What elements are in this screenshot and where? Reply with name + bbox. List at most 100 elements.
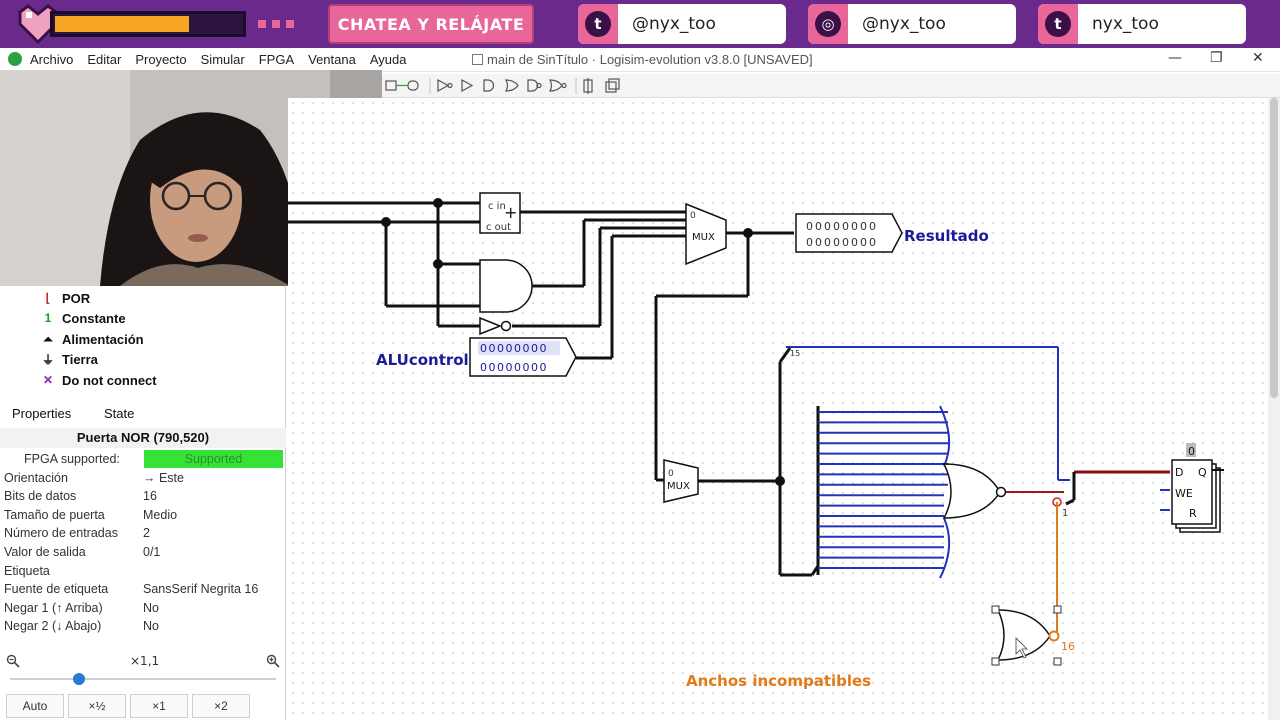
menu-ventana[interactable]: Ventana — [308, 52, 356, 67]
stream-overlay-banner: CHATEA Y RELÁJATE t @nyx_too ◎ @nyx_too … — [0, 0, 1280, 48]
property-value: → Este — [143, 470, 184, 485]
mux-small-select-label: 0 — [668, 469, 674, 479]
social-twitter: t @nyx_too — [578, 4, 786, 44]
circuit-drawing[interactable]: c in c out + 0 MUX 00000000 0000000 — [288, 98, 1268, 720]
register-d-label: D — [1175, 466, 1183, 479]
tree-item-alimentacion[interactable]: ⏶ Alimentación — [40, 329, 143, 349]
menu-proyecto[interactable]: Proyecto — [135, 52, 187, 67]
tree-item-label: Constante — [62, 310, 126, 326]
property-value: No — [143, 600, 159, 615]
alucontrol-input-pin[interactable]: 00000000 00000000 — [469, 337, 577, 377]
zoom-controls: ×1,1 — [0, 652, 286, 685]
alucontrol-bits-1: 00000000 — [480, 342, 548, 355]
buffer-tool-icon[interactable] — [461, 78, 474, 93]
property-key: Negar 2 (↓ Abajo) — [4, 619, 102, 634]
pixel-dots-decoration — [258, 20, 294, 28]
menu-simular[interactable]: Simular — [200, 52, 245, 67]
adder-component[interactable]: c in c out + — [479, 192, 521, 234]
zoom-out-icon[interactable] — [6, 654, 20, 668]
menu-archivo[interactable]: Archivo — [30, 52, 74, 67]
twitter-icon: t — [578, 4, 618, 44]
vertical-scrollbar[interactable] — [1268, 98, 1280, 720]
register-component[interactable]: D Q WE R 0 — [1160, 443, 1224, 533]
tunnel-tool-icon[interactable] — [605, 78, 620, 93]
adder-plus-icon: + — [504, 203, 517, 222]
mux-select-label: 0 — [690, 211, 696, 221]
register-splitter — [1065, 472, 1076, 506]
nor-gate-16bit[interactable] — [942, 463, 1007, 519]
table-row[interactable]: Orientación→ Este — [0, 469, 286, 488]
tab-state[interactable]: State — [104, 406, 135, 421]
circuit-canvas[interactable]: c in c out + 0 MUX 00000000 0000000 — [288, 98, 1268, 720]
adder-cin-label: c in — [488, 201, 506, 212]
zoom-auto-button[interactable]: Auto — [6, 694, 64, 718]
property-key: Tamaño de puerta — [4, 507, 105, 522]
not-gate-tool-icon[interactable] — [437, 78, 453, 93]
wire-width-1: 1 — [1062, 508, 1068, 519]
hp-bar-fill — [55, 16, 189, 32]
zoom-1x-button[interactable]: ×1 — [130, 694, 188, 718]
tree-item-constante[interactable]: 1 Constante — [40, 308, 126, 328]
wire-junctions — [381, 198, 785, 486]
social-instagram: ◎ @nyx_too — [808, 4, 1016, 44]
close-button[interactable]: ✕ — [1252, 50, 1264, 66]
zoom-slider-track[interactable] — [10, 678, 276, 680]
mux-label: MUX — [692, 232, 715, 243]
mux-component[interactable]: 0 MUX — [685, 202, 727, 266]
twitter-handle: @nyx_too — [632, 14, 716, 34]
tree-item-por[interactable]: ⌊ POR — [40, 288, 91, 308]
menu-editar[interactable]: Editar — [87, 52, 122, 67]
component-tree: ⌊ POR 1 Constante ⏶ Alimentación ⏚ Tierr… — [0, 286, 282, 396]
and-gate[interactable] — [479, 259, 533, 313]
maximize-button[interactable]: ❐ — [1210, 50, 1223, 66]
zoom-slider-thumb[interactable] — [73, 673, 85, 685]
tree-item-tierra[interactable]: ⏚ Tierra — [40, 349, 98, 369]
output-pin-tool-icon[interactable] — [402, 80, 419, 91]
property-value: 16 — [143, 489, 157, 504]
tree-item-do-not-connect[interactable]: ✕ Do not connect — [40, 370, 157, 390]
zoom-2x-button[interactable]: ×2 — [192, 694, 250, 718]
property-key: Fuente de etiqueta — [4, 582, 109, 597]
toolbar-icons — [385, 78, 620, 94]
property-key: Número de entradas — [4, 526, 118, 541]
tab-properties[interactable]: Properties — [12, 406, 72, 421]
overlay-title: CHATEA Y RELÁJATE — [328, 4, 534, 44]
menu-bar: Archivo Editar Proyecto Simular FPGA Ven… — [30, 52, 420, 67]
table-row[interactable]: Negar 2 (↓ Abajo)No — [0, 617, 286, 636]
and-gate-tool-icon[interactable] — [483, 79, 495, 92]
vertical-scrollbar-thumb[interactable] — [1270, 98, 1278, 398]
zoom-half-button[interactable]: ×½ — [68, 694, 126, 718]
or-gate-tool-icon[interactable] — [504, 79, 519, 92]
table-row[interactable]: Fuente de etiqueta SansSerif Negrita 16 — [0, 580, 286, 599]
mux-small-label: MUX — [667, 481, 690, 492]
table-row[interactable]: Etiqueta — [0, 562, 286, 581]
tumblr-icon: t — [1038, 4, 1078, 44]
table-row[interactable]: FPGA supported:Supported — [0, 450, 286, 469]
fanout-arc — [939, 405, 951, 579]
minimize-button[interactable]: — — [1168, 50, 1182, 66]
alucontrol-bits-2: 00000000 — [480, 361, 548, 374]
zoom-in-icon[interactable] — [266, 654, 280, 668]
input-pin-tool-icon[interactable] — [385, 80, 402, 91]
menu-fpga[interactable]: FPGA — [258, 52, 295, 67]
power-icon: ⏶ — [43, 331, 53, 346]
adder-cout-label: c out — [486, 222, 511, 233]
splitter-tool-icon[interactable] — [583, 78, 593, 94]
nor-gate-selected[interactable] — [991, 605, 1062, 666]
property-key: Bits de datos — [4, 489, 77, 504]
mux-small-component[interactable]: 0 MUX — [663, 459, 699, 503]
error-message: Anchos incompatibles — [686, 672, 871, 690]
menu-ayuda[interactable]: Ayuda — [369, 52, 407, 67]
property-value: SansSerif Negrita 16 — [143, 582, 259, 597]
table-row[interactable]: Negar 1 (↑ Arriba)No — [0, 599, 286, 618]
no-connect-icon: ✕ — [42, 373, 54, 387]
nor-gate-tool-icon[interactable] — [548, 79, 567, 92]
resultado-output-pin[interactable]: 00000000 00000000 — [795, 213, 903, 253]
register-r-label: R — [1189, 507, 1197, 520]
nand-gate-tool-icon[interactable] — [527, 79, 542, 92]
not-gate[interactable] — [479, 316, 512, 336]
table-row[interactable]: Bits de datos 16 — [0, 487, 286, 506]
